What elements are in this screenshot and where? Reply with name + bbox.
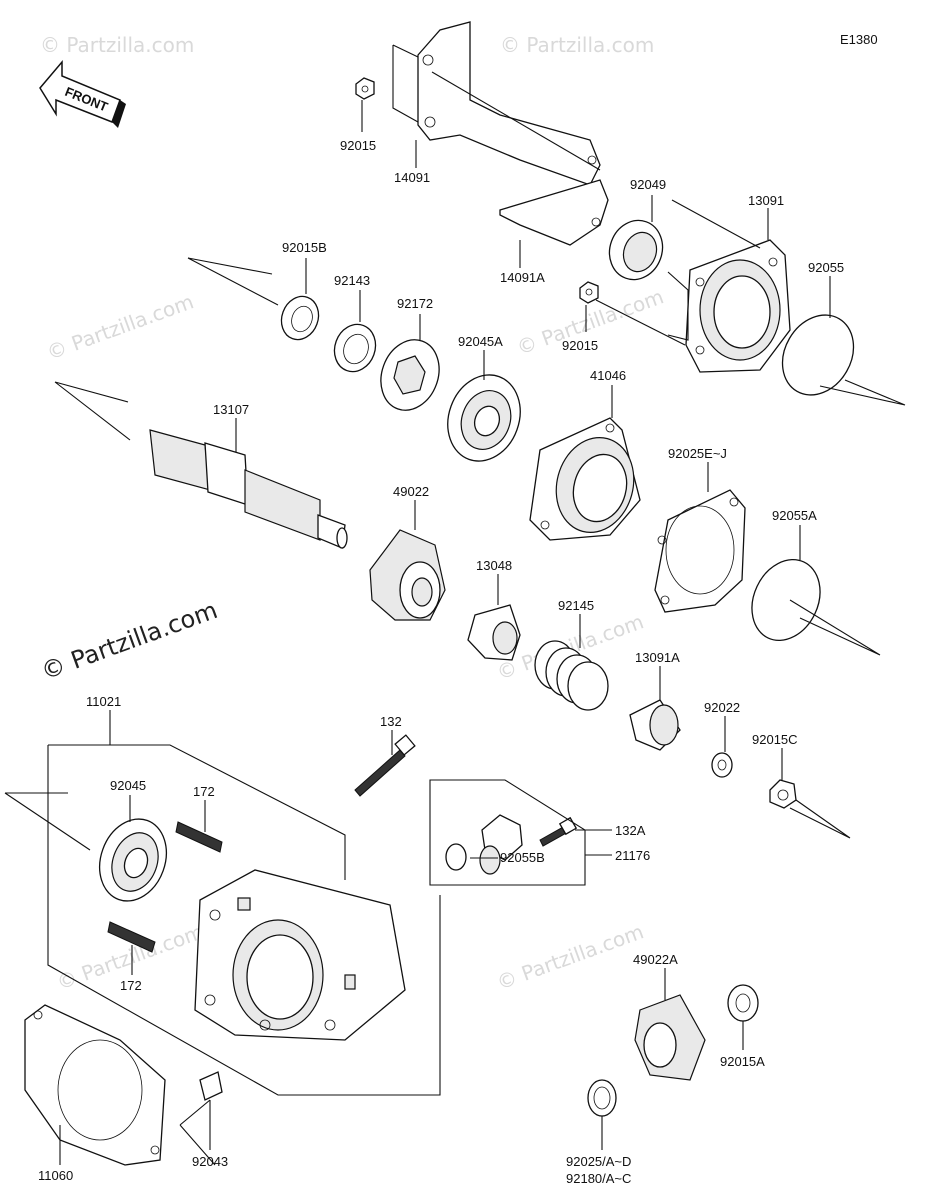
nut-92015c bbox=[769, 779, 797, 809]
part-label-11021[interactable]: 11021 bbox=[86, 694, 121, 709]
part-label-92145[interactable]: 92145 bbox=[558, 598, 594, 613]
nut-92015-top bbox=[355, 77, 375, 100]
part-label-92022[interactable]: 92022 bbox=[704, 700, 740, 715]
nut-92015b bbox=[280, 295, 320, 341]
shaft-13107 bbox=[149, 429, 348, 549]
oring-92055a bbox=[751, 558, 821, 642]
part-label-92015c[interactable]: 92015C bbox=[752, 732, 798, 747]
part-label-13048[interactable]: 13048 bbox=[476, 558, 512, 573]
part-label-14091[interactable]: 14091 bbox=[394, 170, 430, 185]
stud-172-top bbox=[175, 821, 223, 853]
bearing-92045a bbox=[447, 374, 521, 462]
gear-49022 bbox=[369, 529, 446, 621]
case-11021 bbox=[194, 869, 406, 1041]
gasket-92025ej bbox=[654, 489, 746, 613]
washer-92022 bbox=[711, 752, 733, 778]
shim-92025-92180 bbox=[587, 1079, 617, 1117]
sensor-21176 bbox=[479, 814, 523, 875]
part-label-92045[interactable]: 92045 bbox=[110, 778, 146, 793]
part-label-92172[interactable]: 92172 bbox=[397, 296, 433, 311]
nut-92015-mid bbox=[579, 281, 599, 304]
bracket-14091 bbox=[417, 21, 601, 186]
oring-92055 bbox=[781, 314, 855, 396]
part-label-92049[interactable]: 92049 bbox=[630, 177, 666, 192]
part-label-92015a[interactable]: 92015A bbox=[720, 1054, 765, 1069]
part-label-13091a[interactable]: 13091A bbox=[635, 650, 680, 665]
watermark: © Partzilla.com bbox=[44, 289, 197, 364]
part-label-172-top[interactable]: 172 bbox=[193, 784, 215, 799]
part-label-92055b[interactable]: 92055B bbox=[500, 850, 545, 865]
part-label-92045a[interactable]: 92045A bbox=[458, 334, 503, 349]
bolt-132a bbox=[539, 816, 578, 847]
gear-49022a bbox=[634, 994, 706, 1081]
part-label-92143[interactable]: 92143 bbox=[334, 273, 370, 288]
watermark: © Partzilla.com bbox=[500, 33, 654, 57]
watermark: © Partzilla.com bbox=[494, 919, 647, 994]
part-label-92015b[interactable]: 92015B bbox=[282, 240, 327, 255]
washer-92172 bbox=[380, 339, 440, 411]
part-label-92025e-j[interactable]: 92025E~J bbox=[668, 446, 727, 461]
seal-92049 bbox=[608, 219, 664, 281]
housing-41046 bbox=[529, 417, 641, 541]
part-label-13091[interactable]: 13091 bbox=[748, 193, 784, 208]
part-label-13107[interactable]: 13107 bbox=[213, 402, 249, 417]
cover-13091 bbox=[685, 239, 791, 373]
part-label-132a[interactable]: 132A bbox=[615, 823, 646, 838]
watermark: © Partzilla.com bbox=[40, 33, 194, 57]
part-label-132[interactable]: 132 bbox=[380, 714, 402, 729]
part-label-92015[interactable]: 92015 bbox=[340, 138, 376, 153]
part-label-92055a[interactable]: 92055A bbox=[772, 508, 817, 523]
bolt-132 bbox=[354, 734, 416, 797]
part-label-49022[interactable]: 49022 bbox=[393, 484, 429, 499]
part-label-92043[interactable]: 92043 bbox=[192, 1154, 228, 1169]
oring-92055b bbox=[445, 843, 467, 871]
coupling-13048 bbox=[467, 604, 521, 661]
part-label-92180-a-c[interactable]: 92180/A~C bbox=[566, 1171, 631, 1186]
part-label-172-bottom[interactable]: 172 bbox=[120, 978, 142, 993]
spring-92145 bbox=[534, 640, 609, 711]
collar-92143 bbox=[333, 323, 377, 373]
bracket-14091a bbox=[499, 179, 609, 246]
gasket-11060 bbox=[24, 1004, 166, 1166]
front-arrow-icon: FRONT bbox=[39, 59, 126, 128]
dowel-92043 bbox=[199, 1071, 223, 1101]
part-label-21176[interactable]: 21176 bbox=[615, 848, 650, 863]
part-label-11060[interactable]: 11060 bbox=[38, 1168, 73, 1183]
nut-92015a bbox=[727, 984, 759, 1022]
part-label-92015-mid[interactable]: 92015 bbox=[562, 338, 598, 353]
diagram-code: E1380 bbox=[840, 32, 878, 47]
part-label-49022a[interactable]: 49022A bbox=[633, 952, 678, 967]
part-label-92055[interactable]: 92055 bbox=[808, 260, 844, 275]
part-label-41046[interactable]: 41046 bbox=[590, 368, 626, 383]
part-label-14091a[interactable]: 14091A bbox=[500, 270, 545, 285]
watermark-main: © Partzilla.com bbox=[37, 596, 221, 686]
collar-13091a bbox=[629, 699, 681, 751]
bearing-92045 bbox=[99, 818, 167, 902]
stud-172-bottom bbox=[107, 921, 156, 953]
part-label-92025-a-d[interactable]: 92025/A~D bbox=[566, 1154, 631, 1169]
